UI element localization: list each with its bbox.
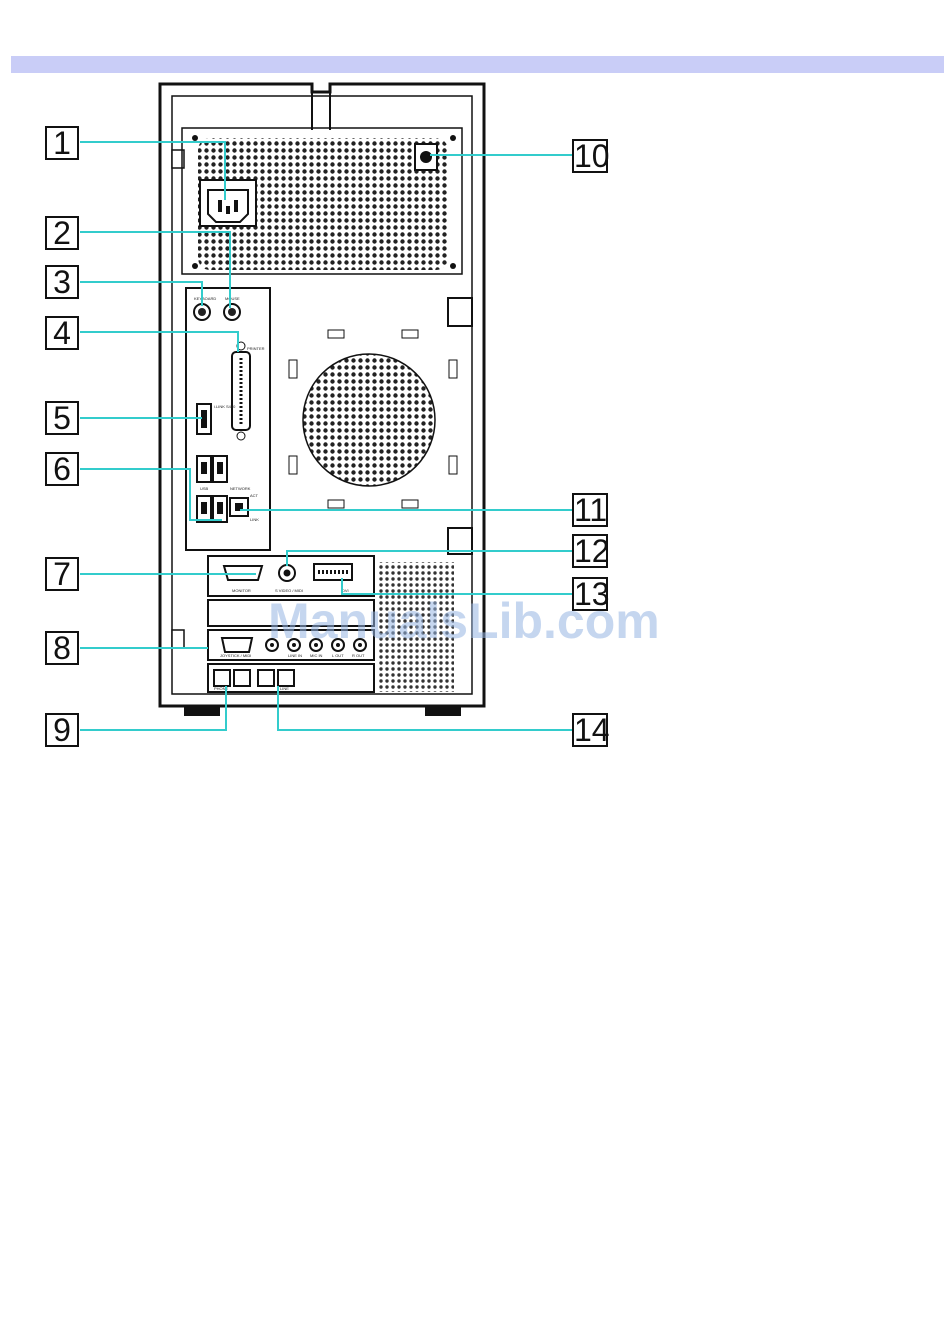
mouse-port-label: MOUSE (225, 296, 240, 301)
network-port-label: NETWORK (230, 486, 251, 491)
callout-5: 5 (45, 401, 79, 435)
mic-in-label: MIC IN (310, 653, 323, 658)
link-label: LINK (250, 517, 259, 522)
callout-9: 9 (45, 713, 79, 747)
act-label: ACT (250, 493, 259, 498)
keyboard-port-label: KEYBOARD (194, 296, 216, 301)
usb-port-label: USB (200, 486, 209, 491)
monitor-port-label: MONITOR (232, 588, 251, 593)
line-port-label: LINE (280, 686, 289, 691)
callout-8: 8 (45, 631, 79, 665)
callout-1: 1 (45, 126, 79, 160)
voltage-switch (415, 144, 437, 170)
callout-7: 7 (45, 557, 79, 591)
printer-port-label: PRINTER (247, 346, 265, 351)
line-out-label: L OUT (332, 653, 344, 658)
joystick-port-label: JOYSTICK / MIDI (220, 653, 251, 658)
callout-10: 10 (572, 139, 608, 173)
callout-14: 14 (572, 713, 608, 747)
callout-3: 3 (45, 265, 79, 299)
callout-4: 4 (45, 316, 79, 350)
callout-11: 11 (572, 493, 608, 527)
callout-2: 2 (45, 216, 79, 250)
line-in-label: LINE IN (288, 653, 302, 658)
rear-out-label: R OUT (352, 653, 365, 658)
watermark: ManualsLib.com (268, 592, 660, 650)
callout-12: 12 (572, 534, 608, 568)
callout-6: 6 (45, 452, 79, 486)
ilink-port-label: i.LINK S400 (214, 404, 236, 409)
ac-power-inlet (200, 180, 256, 226)
